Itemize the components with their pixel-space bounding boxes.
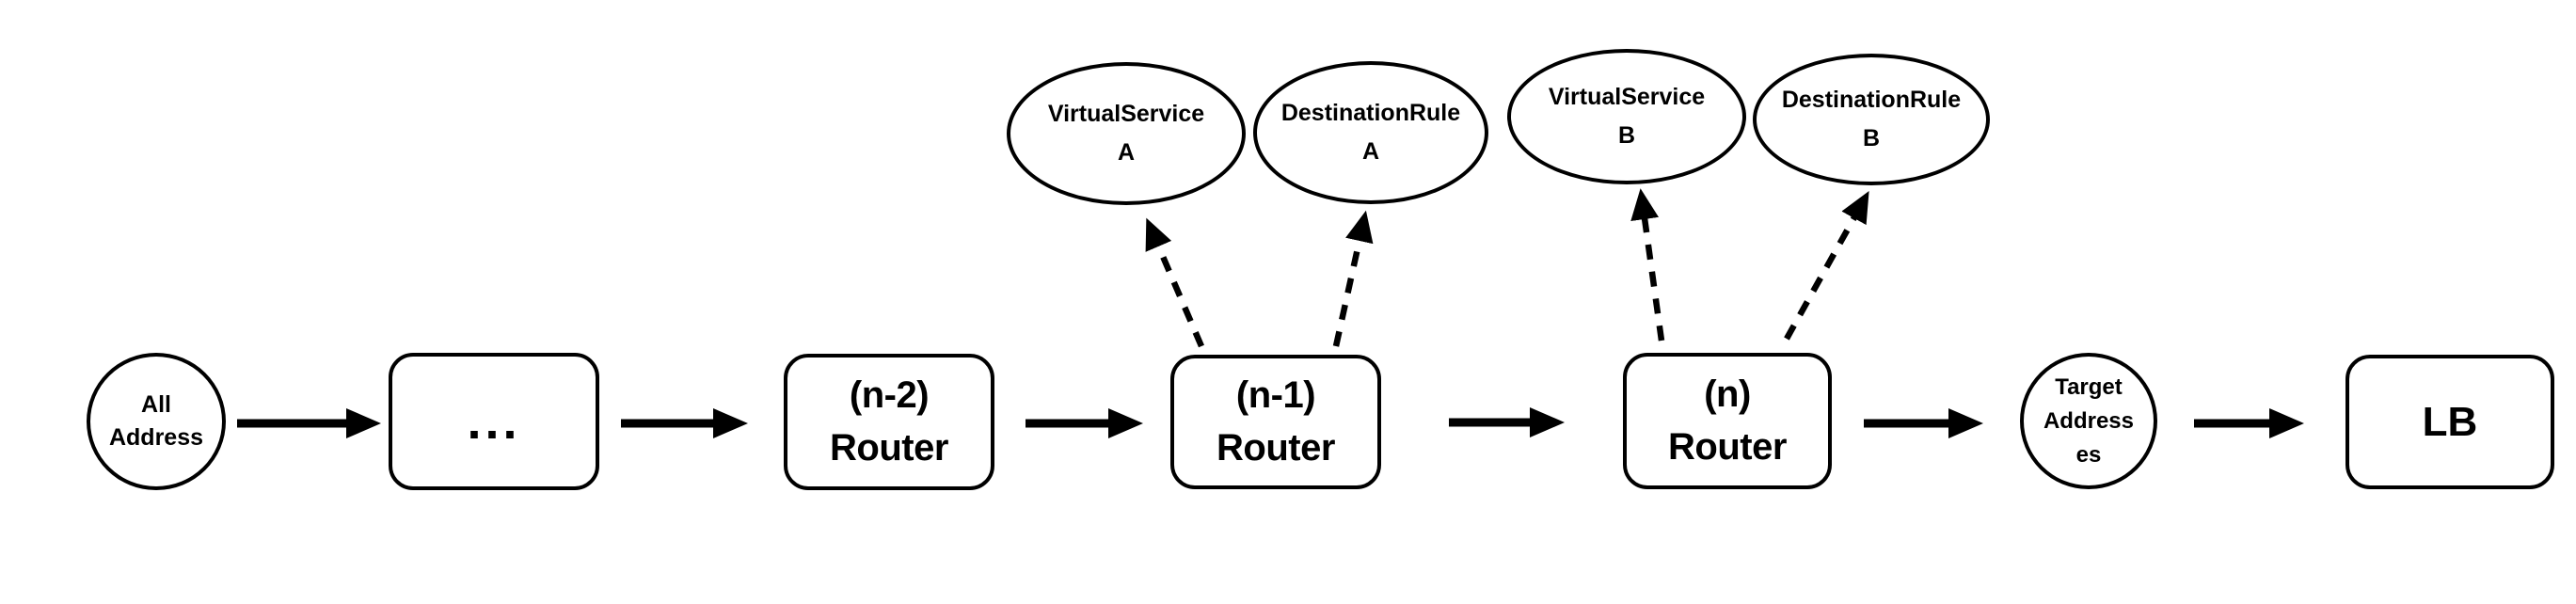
node-destinationrule-a-label: DestinationRule A xyxy=(1280,99,1461,165)
node-target-addresses-label: Target Address es xyxy=(2043,374,2135,468)
node-virtualservice-b: VirtualService B xyxy=(1507,49,1746,184)
node-all-address-label: All Address xyxy=(108,390,204,452)
dashed-arrow-router-n-to-destinationrule-b xyxy=(1784,191,1869,341)
node-lb: LB xyxy=(2345,355,2554,489)
dashed-arrow-router-n1-to-destinationrule-a xyxy=(1332,210,1374,347)
node-router-n-label: (n) Router xyxy=(1668,374,1787,468)
node-lb-label: LB xyxy=(2422,398,2478,445)
node-router-n1: (n-1) Router xyxy=(1170,355,1381,489)
node-all-address: All Address xyxy=(87,353,226,490)
node-virtualservice-a-label: VirtualService A xyxy=(1047,100,1205,166)
dashed-arrow-router-n-to-virtualservice-b xyxy=(1630,188,1665,342)
node-router-n: (n) Router xyxy=(1623,353,1832,489)
node-target-addresses: Target Address es xyxy=(2020,353,2157,489)
node-router-n2-label: (n-2) Router xyxy=(830,374,948,469)
node-virtualservice-b-label: VirtualService B xyxy=(1548,83,1706,149)
node-virtualservice-a: VirtualService A xyxy=(1007,62,1246,205)
node-destinationrule-b: DestinationRule B xyxy=(1753,54,1990,185)
node-ellipsis-label: ... xyxy=(467,392,521,450)
node-router-n2: (n-2) Router xyxy=(784,354,994,490)
node-router-n1-label: (n-1) Router xyxy=(1216,374,1335,469)
node-ellipsis: ... xyxy=(389,353,599,490)
node-destinationrule-b-label: DestinationRule B xyxy=(1781,86,1962,151)
dashed-arrow-router-n1-to-virtualservice-a xyxy=(1145,217,1204,348)
node-destinationrule-a: DestinationRule A xyxy=(1253,61,1488,204)
